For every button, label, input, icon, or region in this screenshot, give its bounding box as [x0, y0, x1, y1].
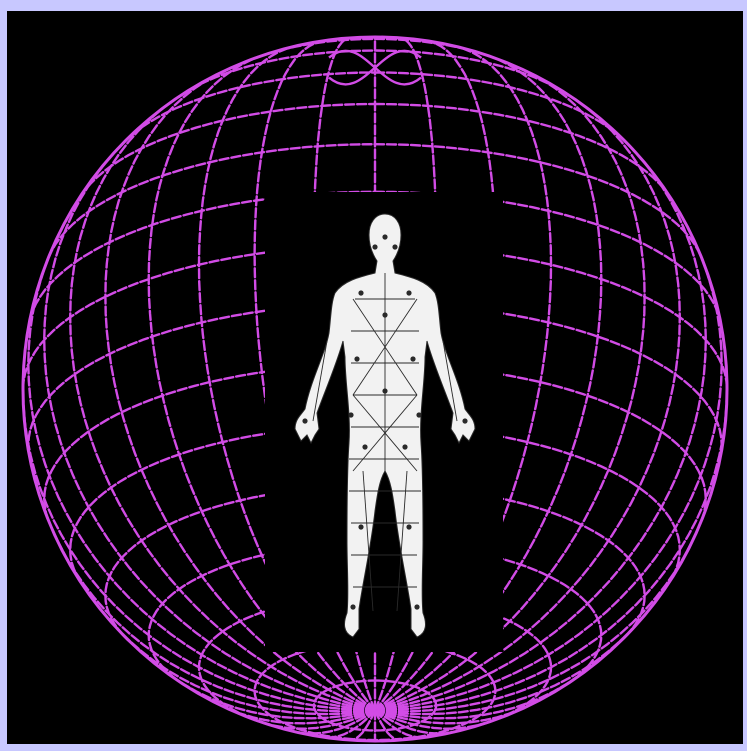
body-point — [402, 444, 407, 449]
image-canvas — [7, 11, 743, 744]
body-point — [406, 290, 411, 295]
body-point — [362, 444, 367, 449]
body-point — [354, 356, 359, 361]
body-point — [358, 290, 363, 295]
body-point — [382, 234, 387, 239]
body-point — [372, 244, 377, 249]
body-point — [382, 388, 387, 393]
body-point — [414, 604, 419, 609]
body-point — [462, 418, 467, 423]
body-point — [350, 604, 355, 609]
body-point — [410, 356, 415, 361]
body-point — [348, 412, 353, 417]
illustration — [7, 11, 743, 744]
body-point — [406, 524, 411, 529]
body-point — [358, 524, 363, 529]
body-point — [392, 244, 397, 249]
body-point — [416, 412, 421, 417]
body-point — [302, 418, 307, 423]
body-point — [382, 312, 387, 317]
